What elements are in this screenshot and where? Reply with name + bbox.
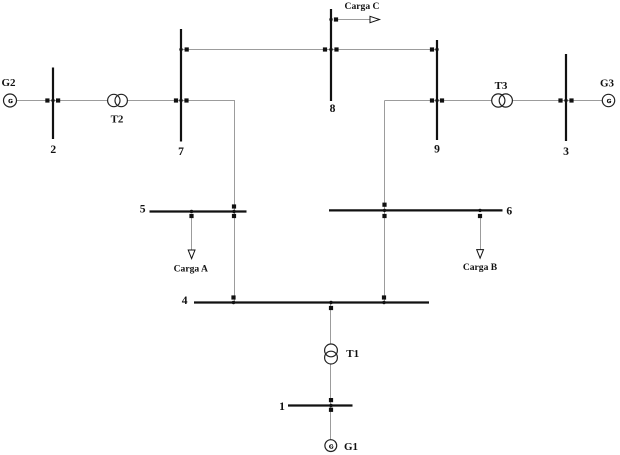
svg-text:G1: G1 [344, 441, 358, 453]
svg-text:Carga A: Carga A [174, 264, 208, 275]
svg-text:T1: T1 [346, 348, 359, 360]
svg-text:G: G [329, 444, 334, 450]
svg-text:8: 8 [330, 102, 336, 115]
svg-text:6: 6 [506, 205, 512, 218]
svg-text:7: 7 [178, 145, 184, 158]
svg-text:Carga B: Carga B [463, 262, 498, 273]
svg-text:G: G [8, 99, 13, 105]
svg-text:1: 1 [279, 400, 285, 413]
svg-text:9: 9 [434, 143, 440, 156]
svg-text:Carga C: Carga C [345, 1, 380, 12]
svg-text:T3: T3 [495, 80, 508, 92]
svg-text:G3: G3 [600, 77, 615, 89]
svg-text:G2: G2 [1, 77, 16, 89]
svg-text:2: 2 [50, 143, 56, 156]
svg-text:4: 4 [182, 294, 188, 307]
svg-text:G: G [607, 99, 612, 105]
svg-text:5: 5 [140, 203, 146, 216]
svg-text:T2: T2 [111, 114, 124, 126]
svg-text:3: 3 [563, 145, 569, 158]
